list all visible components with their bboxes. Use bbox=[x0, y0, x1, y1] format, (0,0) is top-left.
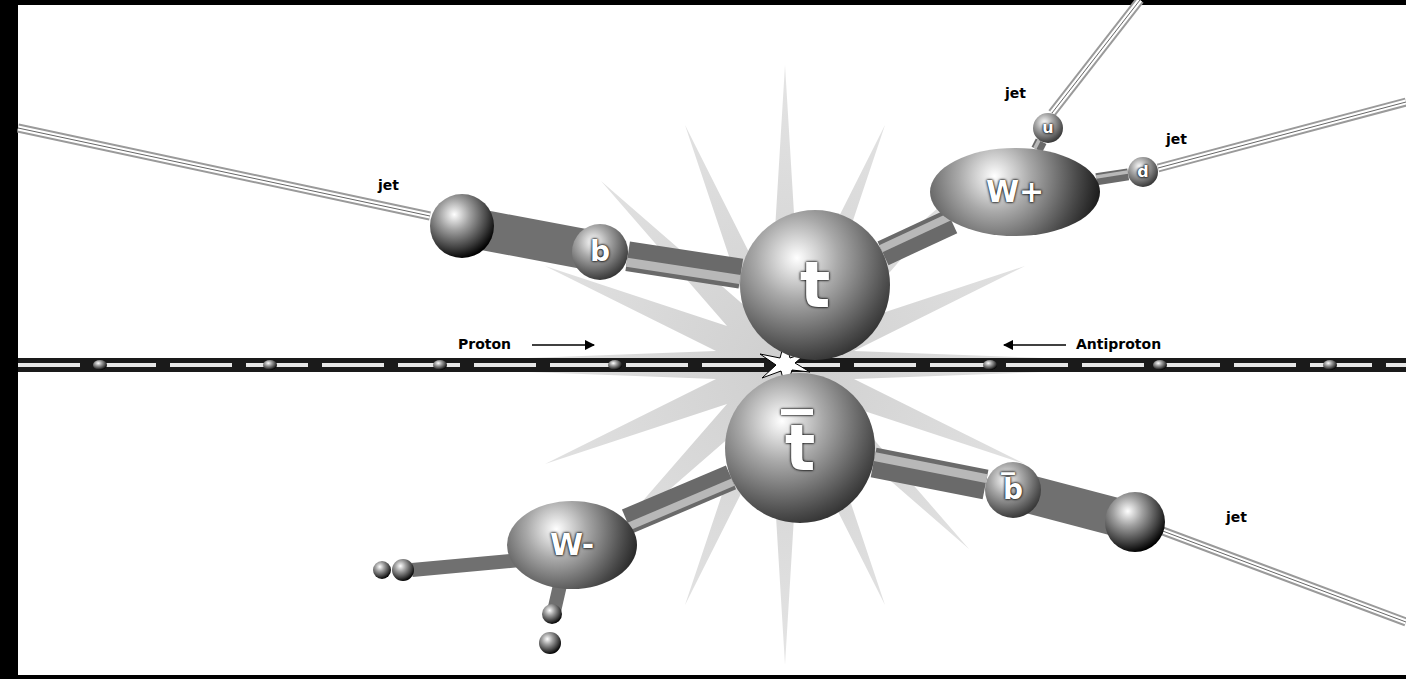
jet-stroke bbox=[18, 128, 430, 216]
frame-bar bbox=[0, 675, 1406, 679]
jet-stroke bbox=[1158, 102, 1406, 168]
up-quark: u bbox=[1033, 113, 1063, 143]
particle-symbol: u bbox=[1042, 120, 1053, 136]
lepton-ball bbox=[392, 559, 414, 581]
jet-label: jet bbox=[1226, 510, 1247, 525]
bunch bbox=[1153, 360, 1167, 370]
jet-stroke bbox=[1052, 0, 1140, 113]
particle-symbol: d bbox=[1137, 164, 1148, 180]
top-quark: t bbox=[740, 210, 890, 360]
bunch bbox=[1323, 360, 1337, 370]
decay-cone bbox=[412, 560, 520, 570]
decay-cone bbox=[627, 477, 731, 521]
beam-pipe bbox=[18, 358, 1406, 372]
frame-bar bbox=[0, 0, 1406, 5]
w-boson: W- bbox=[507, 501, 637, 589]
hadron-ball bbox=[430, 194, 494, 258]
lepton-ball bbox=[373, 561, 391, 579]
beam-label: Proton bbox=[458, 337, 511, 352]
hadron-ball bbox=[1105, 492, 1165, 552]
neutrino-ball bbox=[542, 604, 562, 624]
bottom-quark: b bbox=[572, 224, 628, 280]
particle-symbol: t bbox=[800, 253, 831, 317]
jet-line bbox=[1160, 530, 1406, 622]
jet-stroke bbox=[18, 128, 430, 216]
antibottom-quark: b̅ bbox=[985, 462, 1041, 518]
jet-line bbox=[1158, 102, 1406, 168]
cone-highlight bbox=[1096, 172, 1128, 177]
jet-line bbox=[18, 128, 430, 216]
bunch bbox=[263, 360, 277, 370]
jet-label: jet bbox=[1005, 86, 1026, 101]
particle-symbol: b bbox=[590, 238, 610, 266]
bunch bbox=[983, 360, 997, 370]
decay-cone bbox=[883, 221, 952, 253]
cone-highlight bbox=[627, 262, 740, 279]
bunch bbox=[608, 360, 622, 370]
beam-bunches bbox=[93, 360, 1337, 370]
beam-segments bbox=[18, 363, 1406, 367]
jet-label: jet bbox=[1166, 132, 1187, 147]
particle-symbol: W- bbox=[550, 530, 594, 560]
jet-stroke bbox=[1158, 102, 1406, 168]
particle-symbol: t̅ bbox=[785, 416, 816, 480]
bunch bbox=[93, 360, 107, 370]
cone-highlight bbox=[881, 217, 950, 249]
jet-stroke bbox=[1160, 530, 1406, 622]
jet-stroke bbox=[1052, 0, 1140, 113]
down-quark: d bbox=[1128, 157, 1158, 187]
jet-stroke bbox=[1160, 530, 1406, 622]
jet-stroke bbox=[1158, 102, 1406, 168]
jet-stroke bbox=[1052, 0, 1140, 113]
jet-stroke bbox=[1160, 530, 1406, 622]
jet-stroke bbox=[18, 128, 430, 216]
jet-label: jet bbox=[378, 178, 399, 193]
w-boson: W+ bbox=[930, 148, 1100, 236]
direction-arrow bbox=[532, 344, 594, 346]
frame-bar bbox=[0, 0, 18, 679]
antitop-quark: t̅ bbox=[725, 373, 875, 523]
cone-highlight bbox=[875, 457, 987, 479]
direction-arrow bbox=[1004, 344, 1066, 346]
beam-label: Antiproton bbox=[1076, 337, 1161, 352]
particle-symbol: W+ bbox=[986, 177, 1044, 207]
neutrino-ball bbox=[539, 632, 561, 654]
jet-line bbox=[1052, 0, 1140, 113]
bunch bbox=[433, 360, 447, 370]
cone-highlight bbox=[629, 482, 733, 526]
cone-highlight bbox=[1035, 140, 1039, 148]
particle-symbol: b̅ bbox=[1003, 476, 1023, 504]
